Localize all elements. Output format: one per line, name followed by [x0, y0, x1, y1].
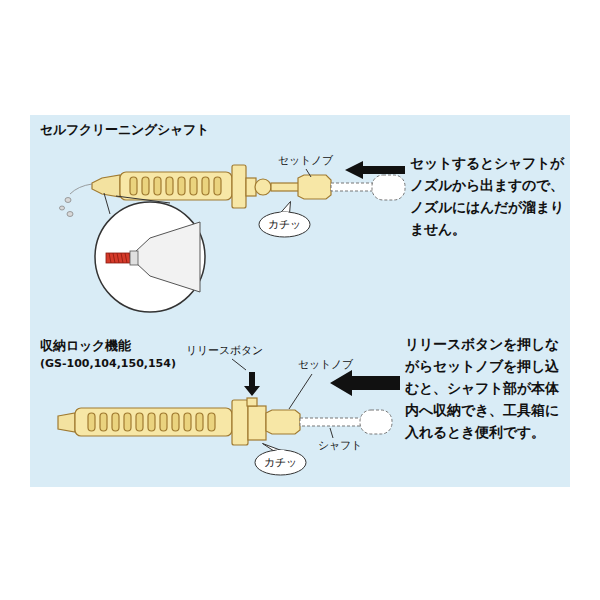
- grip-rib: [130, 177, 137, 195]
- grip-rib: [154, 177, 161, 195]
- thread-stroke: [125, 253, 127, 263]
- note-text: セットするとシャフトがノズルから出ますので、ノズルにはんだが溜まりません。: [410, 152, 574, 240]
- zoom-detail: [95, 193, 205, 312]
- grip-rib: [142, 177, 149, 195]
- leader-line: [289, 374, 312, 409]
- push-arrow: [330, 370, 400, 396]
- grip-rib: [112, 413, 119, 431]
- model-numbers: (GS-100,104,150,154): [40, 357, 176, 370]
- sound-text: カチッ: [268, 217, 301, 232]
- solder-drops: [60, 184, 93, 217]
- speech-bubble: カチッ: [255, 450, 306, 475]
- extended-shaft: [300, 410, 392, 434]
- grip-rib: [190, 177, 197, 195]
- sound-text: カチッ: [264, 455, 297, 470]
- part-name: セットノブ: [278, 154, 333, 167]
- section-heading: セルフクリーニングシャフト: [40, 122, 209, 138]
- grip-rib: [166, 177, 173, 195]
- section-heading: 収納ロック機能: [40, 338, 131, 354]
- grip-rib: [178, 177, 185, 195]
- grip-rib: [196, 413, 203, 431]
- part-name: シャフト: [318, 439, 362, 452]
- leader-line: [306, 169, 311, 177]
- note-text: リリースボタンを押しながらセットノブを押し込むと、シャフト部が本体内へ収納でき、…: [405, 333, 571, 443]
- desoldering-pump: [58, 398, 300, 445]
- thread-stroke: [113, 253, 115, 263]
- thread-stroke: [109, 253, 111, 263]
- grip-rib: [148, 413, 155, 431]
- grip-rib: [184, 413, 191, 431]
- speech-bubble: カチッ: [259, 212, 310, 237]
- grip-rib: [214, 177, 221, 195]
- leader-line: [232, 359, 246, 370]
- grip-rib: [172, 413, 179, 431]
- grip-rib: [202, 177, 209, 195]
- part-name: リリースボタン: [186, 344, 263, 357]
- push-arrow: [345, 161, 405, 179]
- grip-rib: [100, 413, 107, 431]
- desoldering-pump: [92, 165, 331, 208]
- extended-shaft: [331, 175, 405, 200]
- thread-stroke: [121, 253, 123, 263]
- grip-rib: [160, 413, 167, 431]
- leader-line: [330, 428, 333, 438]
- thread-stroke: [117, 253, 119, 263]
- grip-rib: [88, 413, 95, 431]
- grip-rib: [208, 413, 215, 431]
- press-arrow: [244, 372, 260, 396]
- grip-rib: [124, 413, 131, 431]
- part-name: セットノブ: [298, 358, 353, 371]
- grip-rib: [136, 413, 143, 431]
